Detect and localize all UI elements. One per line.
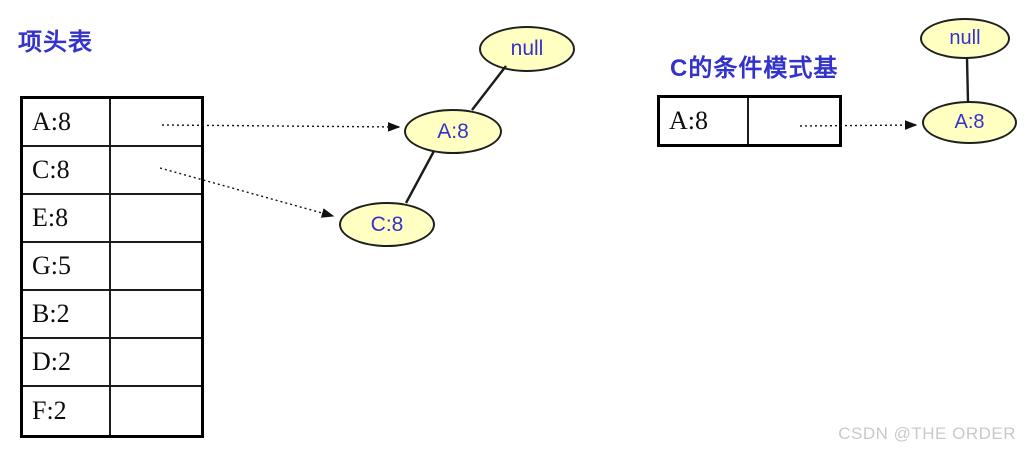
table-row: B:2 (23, 291, 201, 339)
header-table-title: 项头表 (18, 29, 93, 56)
node-link-cell (111, 195, 201, 241)
conditional-pattern-base-table: A:8 (657, 95, 842, 147)
tree-node-null: null (479, 26, 575, 72)
item-cell: F:2 (23, 387, 111, 435)
item-cell: A:8 (660, 98, 749, 144)
table-row: E:8 (23, 195, 201, 243)
node-link-cell (111, 99, 201, 145)
conditional-pattern-base-title: C的条件模式基 (670, 55, 839, 82)
node-link-cell (111, 147, 201, 193)
tree-node-c8: C:8 (339, 202, 435, 247)
edge-a8-to-c8 (404, 150, 436, 204)
header-table: A:8 C:8 E:8 G:5 B:2 D:2 F:2 (20, 96, 204, 438)
cpb-tree-node-a8: A:8 (922, 101, 1017, 144)
watermark: CSDN @THE ORDER (838, 424, 1016, 443)
cpb-tree-node-null: null (920, 18, 1010, 59)
item-cell: E:8 (23, 195, 111, 241)
edge-null-to-a8-right (965, 57, 970, 103)
tree-node-a8: A:8 (404, 109, 502, 154)
node-link-cell (111, 243, 201, 289)
table-row: D:2 (23, 339, 201, 387)
table-row: G:5 (23, 243, 201, 291)
item-cell: B:2 (23, 291, 111, 337)
item-cell: C:8 (23, 147, 111, 193)
node-link-cell (749, 98, 839, 144)
node-link-cell (111, 339, 201, 385)
node-link-cell (111, 291, 201, 337)
item-cell: D:2 (23, 339, 111, 385)
table-row: C:8 (23, 147, 201, 195)
item-cell: A:8 (23, 99, 111, 145)
table-row: A:8 (23, 99, 201, 147)
item-cell: G:5 (23, 243, 111, 289)
edge-null-to-a8 (471, 65, 507, 111)
node-link-cell (111, 387, 201, 435)
table-row: F:2 (23, 387, 201, 435)
